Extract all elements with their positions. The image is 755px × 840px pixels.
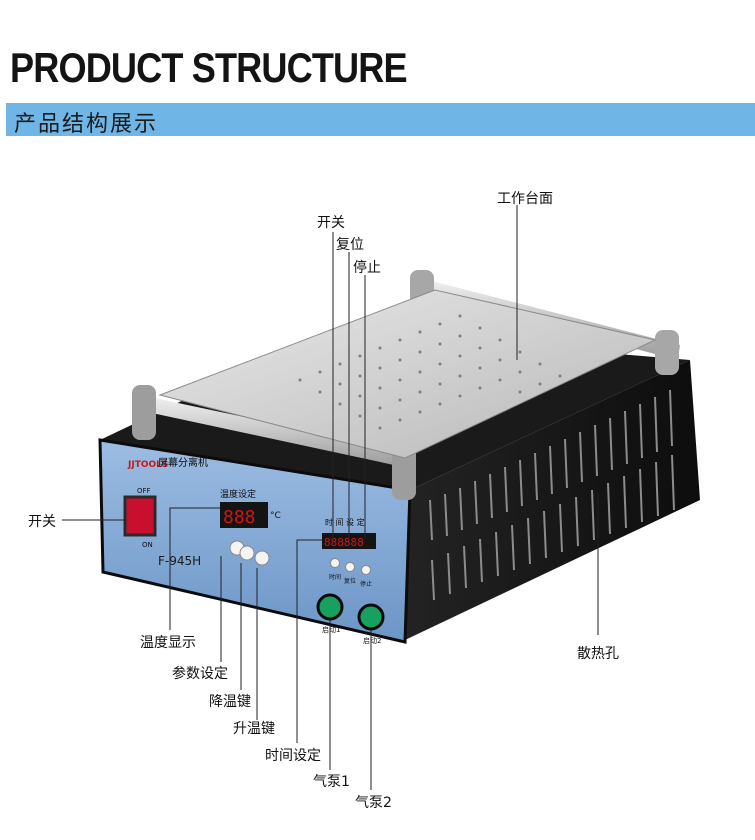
device-name: 屏幕分离机 [158, 456, 208, 469]
callout-switch-top: 开关 [317, 215, 345, 231]
temp-display [220, 502, 268, 528]
callout-pump2: 气泵2 [355, 795, 392, 811]
callout-param-set: 参数设定 [172, 666, 228, 682]
start1-label: 启动1 [322, 625, 340, 634]
temp-unit: °C [270, 511, 281, 521]
timer-label: 时 间 设 定 [325, 517, 365, 527]
switch-on-text: ON [142, 541, 153, 549]
heating-plate [158, 289, 657, 459]
callout-lines [62, 205, 599, 790]
start2-label: 启动2 [363, 636, 381, 645]
time-btn-label: 时间 [329, 573, 341, 581]
up-button [254, 550, 270, 566]
timer-display [322, 533, 376, 549]
time-button [330, 558, 340, 568]
callout-switch-left: 开关 [28, 514, 56, 530]
page-title: PRODUCT STRUCTURE [10, 44, 408, 91]
callout-time-set: 时间设定 [265, 748, 321, 764]
temp-panel-label: 温度设定 [220, 488, 256, 500]
callout-vents: 散热孔 [577, 646, 619, 662]
brand-logo: JJTOOLS [127, 460, 168, 470]
callout-pump1: 气泵1 [313, 774, 350, 790]
stop-btn-label: 停止 [360, 580, 372, 588]
model-label: F-945H [158, 554, 201, 568]
subtitle-banner: 产品结构展示 [6, 103, 755, 137]
callout-temp-down: 降温键 [209, 694, 251, 710]
subtitle-text: 产品结构展示 [14, 112, 159, 137]
start1-button [316, 593, 344, 621]
temp-display-digits: 888 [223, 507, 256, 528]
power-switch [123, 495, 157, 537]
timer-display-digits: 888888 [324, 536, 364, 549]
reset-button [345, 562, 355, 572]
callout-temp-up: 升温键 [233, 721, 275, 737]
switch-off-text: OFF [137, 487, 151, 495]
plate-holes [298, 314, 562, 430]
callout-stop: 停止 [353, 260, 381, 276]
vent-slots [429, 389, 675, 601]
start2-button [357, 603, 385, 631]
reset-btn-label: 复位 [344, 577, 356, 585]
rail-end-front-left [132, 385, 156, 440]
callout-temp-display: 温度显示 [140, 635, 196, 651]
rail-end-back-right [655, 330, 679, 375]
rail-end-front-right [392, 445, 416, 500]
rail-front [138, 395, 410, 468]
callout-reset: 复位 [336, 237, 364, 253]
down-button [239, 545, 255, 561]
callout-work-surface: 工作台面 [497, 191, 553, 207]
stop-button [361, 565, 371, 575]
